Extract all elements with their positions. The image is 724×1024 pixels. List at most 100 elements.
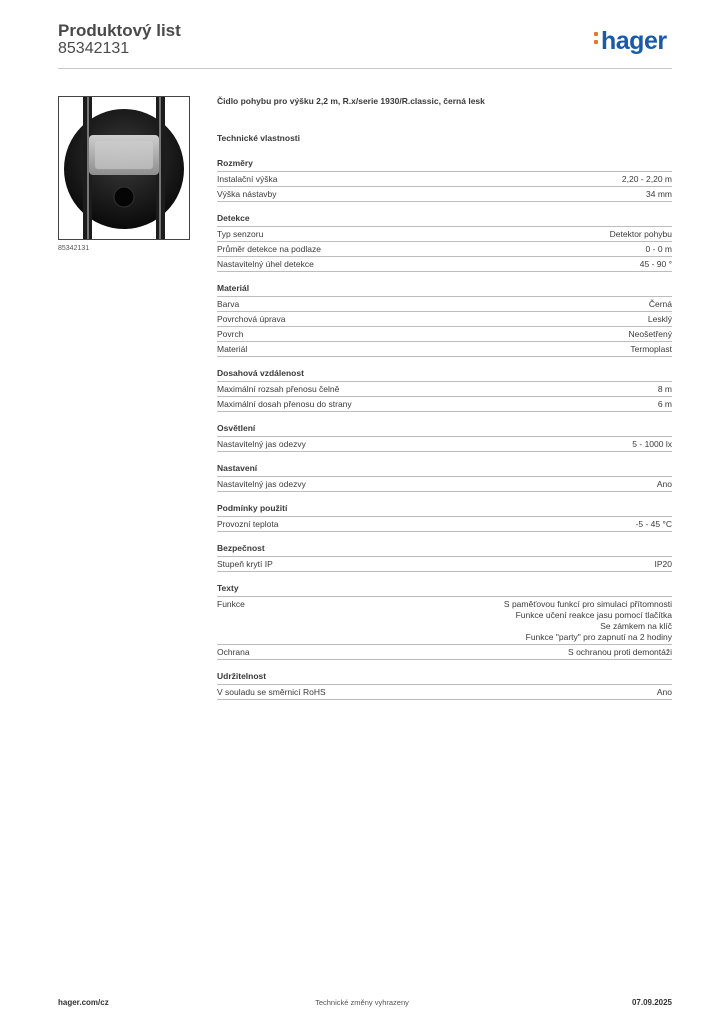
image-caption: 85342131: [58, 245, 90, 252]
section-title: Materiál: [217, 283, 672, 297]
spec-value: Lesklý: [648, 314, 672, 325]
section-title: Detekce: [217, 213, 672, 227]
spec-value-line: Funkce učení reakce jasu pomocí tlačítka: [515, 610, 672, 620]
spec-value: 0 - 0 m: [646, 244, 672, 255]
spec-label: Nastavitelný jas odezvy: [217, 439, 306, 449]
spec-value-line: Ano: [656, 687, 672, 697]
spec-label: Maximální dosah přenosu do strany: [217, 399, 352, 409]
spec-value: S paměťovou funkcí pro simulaci přítomno…: [504, 599, 672, 643]
product-code: 85342131: [58, 40, 130, 57]
spec-value-line: S ochranou proti demontáži: [568, 647, 672, 657]
spec-label: Povrch: [217, 329, 244, 339]
product-title: Čidlo pohybu pro výšku 2,2 m, R.x/serie …: [217, 96, 485, 106]
spec-value-line: S paměťovou funkcí pro simulaci přítomno…: [503, 599, 672, 609]
spec-row: Provozní teplota -5 - 45 °C: [217, 517, 672, 532]
spec-value: 2,20 - 2,20 m: [622, 174, 672, 185]
spec-value: 34 mm: [646, 189, 672, 200]
spec-label: Povrchová úprava: [217, 314, 286, 324]
spec-label: Ochrana: [217, 647, 250, 657]
spec-row: Funkce S paměťovou funkcí pro simulaci př…: [217, 597, 672, 645]
brand-logo: hager: [594, 27, 667, 56]
spec-value: Neošetřený: [629, 329, 672, 340]
spec-label: Typ senzoru: [217, 229, 264, 239]
spec-row: Povrch Neošetřený: [217, 327, 672, 342]
spec-value-line: 34 mm: [646, 189, 672, 199]
spec-value-line: Detektor pohybu: [609, 229, 672, 239]
spec-value-line: IP20: [654, 559, 673, 569]
spec-value-line: Lesklý: [647, 314, 672, 324]
spec-label: Provozní teplota: [217, 519, 279, 529]
spec-label: Materiál: [217, 344, 248, 354]
spec-row: Barva Černá: [217, 297, 672, 312]
spec-value-line: 0 - 0 m: [645, 244, 672, 254]
spec-label: Průměr detekce na podlaze: [217, 244, 321, 254]
spec-value: S ochranou proti demontáži: [568, 647, 672, 658]
spec-value: Černá: [649, 299, 672, 310]
section-title: Bezpečnost: [217, 543, 672, 557]
spec-value: Termoplast: [630, 344, 672, 355]
spec-label: Stupeň krytí IP: [217, 559, 273, 569]
spec-value: Ano: [657, 687, 672, 698]
spec-row: Nastavitelný úhel detekce 45 - 90 °: [217, 257, 672, 272]
footer-note: Technické změny vyhrazeny: [315, 998, 409, 1007]
spec-value-line: Se zámkem na klíč: [600, 621, 672, 631]
section-title: Nastavení: [217, 463, 672, 477]
section-title: Udržitelnost: [217, 671, 672, 685]
spec-content: Čidlo pohybu pro výšku 2,2 m, R.x/serie …: [217, 96, 672, 700]
section-title: Osvětlení: [217, 423, 672, 437]
motion-sensor-icon: [64, 97, 184, 239]
spec-value: Ano: [657, 479, 672, 490]
section-title: Dosahová vzdálenost: [217, 368, 672, 382]
spec-label: V souladu se směrnicí RoHS: [217, 687, 326, 697]
spec-row: Ochrana S ochranou proti demontáži: [217, 645, 672, 660]
spec-section: Udržitelnost V souladu se směrnicí RoHS An…: [217, 671, 672, 700]
spec-row: Instalační výška 2,20 - 2,20 m: [217, 172, 672, 187]
spec-label: Barva: [217, 299, 240, 309]
page-title: Produktový list: [58, 21, 181, 40]
spec-value: -5 - 45 °C: [636, 519, 672, 530]
spec-value: IP20: [655, 559, 673, 570]
spec-label: Nastavitelný jas odezvy: [217, 479, 306, 489]
logo-dots-icon: [594, 32, 599, 50]
spec-label: Výška nástavby: [217, 189, 277, 199]
spec-row: Materiál Termoplast: [217, 342, 672, 357]
spec-value-line: 8 m: [657, 384, 672, 394]
spec-value-line: Neošetřený: [628, 329, 672, 339]
spec-row: Nastavitelný jas odezvy Ano: [217, 477, 672, 492]
spec-value-line: Černá: [648, 299, 672, 309]
section-title: Rozměry: [217, 158, 672, 172]
spec-value-line: 2,20 - 2,20 m: [621, 174, 672, 184]
spec-row: Průměr detekce na podlaze 0 - 0 m: [217, 242, 672, 257]
spec-value: 45 - 90 °: [640, 259, 672, 270]
spec-label: Funkce: [217, 599, 245, 609]
footer-link[interactable]: hager.com/cz: [58, 998, 109, 1007]
tech-heading: Technické vlastnosti: [217, 133, 300, 143]
spec-row: V souladu se směrnicí RoHS Ano: [217, 685, 672, 700]
spec-row: Typ senzoru Detektor pohybu: [217, 227, 672, 242]
spec-value-line: Ano: [656, 479, 672, 489]
spec-label: Instalační výška: [217, 174, 278, 184]
spec-value: 6 m: [658, 399, 672, 410]
spec-row: Stupeň krytí IP IP20: [217, 557, 672, 572]
spec-row: Povrchová úprava Lesklý: [217, 312, 672, 327]
header-divider: [58, 68, 672, 69]
spec-label: Maximální rozsah přenosu čelně: [217, 384, 340, 394]
spec-row: Maximální dosah přenosu do strany 6 m: [217, 397, 672, 412]
spec-row: Výška nástavby 34 mm: [217, 187, 672, 202]
spec-value: 5 - 1000 lx: [632, 439, 672, 450]
product-image: [58, 96, 190, 240]
section-title: Texty: [217, 583, 672, 597]
section-title: Podmínky použití: [217, 503, 672, 517]
spec-row: Maximální rozsah přenosu čelně 8 m: [217, 382, 672, 397]
spec-label: Nastavitelný úhel detekce: [217, 259, 314, 269]
spec-value: 8 m: [658, 384, 672, 395]
spec-value: Detektor pohybu: [610, 229, 672, 240]
